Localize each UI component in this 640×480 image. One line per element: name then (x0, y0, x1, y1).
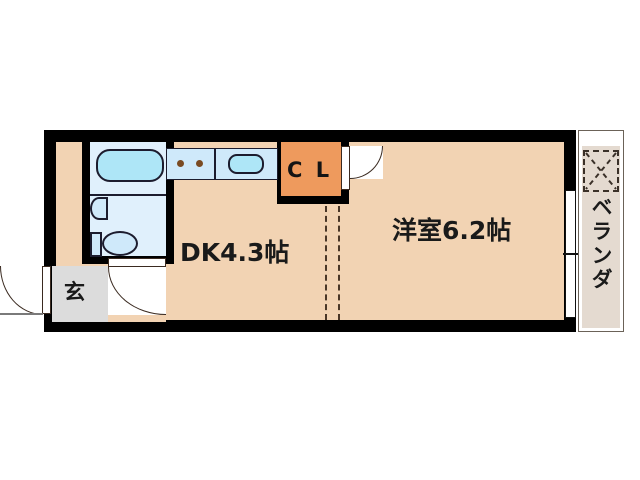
bathtub (96, 149, 164, 182)
kitchen-sink-basin (228, 154, 264, 174)
genkan-label: 玄 (64, 280, 85, 304)
bathroom-wall-right (166, 142, 174, 264)
counter-divider (214, 148, 216, 180)
bath-partition-line (90, 194, 166, 196)
toilet-bowl (102, 231, 138, 256)
stove-burner-right-icon (196, 160, 203, 167)
closet-label: C L (287, 158, 333, 182)
balcony-label: ベランダ (589, 196, 614, 292)
closet-door-panel[interactable] (341, 146, 350, 190)
ac-unit-marker-x-icon (585, 152, 617, 190)
closet-fill (281, 142, 341, 196)
room-partition-line-left (325, 206, 327, 320)
ac-unit-marker-box (583, 150, 619, 192)
dk-label: DK4.3帖 (180, 238, 290, 267)
bathroom-wall-left (82, 142, 90, 264)
washitsu-label: 洋室6.2帖 (392, 216, 512, 245)
hallway-strip (66, 142, 82, 264)
genkan-floor (52, 266, 108, 322)
bathroom-door-panel[interactable] (108, 258, 166, 267)
balcony-floor (582, 146, 620, 328)
window-mullion (563, 253, 578, 255)
stove-burner-left-icon (177, 160, 184, 167)
wash-basin (90, 197, 108, 220)
room-partition-line-right (338, 206, 340, 320)
entrance-door-threshold (0, 313, 43, 315)
toilet-tank (90, 232, 102, 257)
entrance-door-panel[interactable] (42, 266, 51, 314)
